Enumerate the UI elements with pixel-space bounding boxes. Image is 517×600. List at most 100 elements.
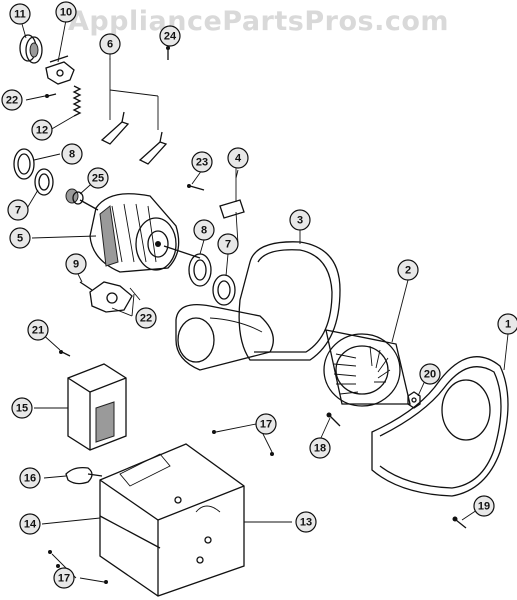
callout-number: 20 bbox=[424, 369, 436, 381]
callout-number: 1 bbox=[505, 319, 511, 331]
callout-2: 2 bbox=[397, 259, 419, 281]
pulley-part bbox=[19, 34, 43, 64]
callout-3: 3 bbox=[289, 209, 311, 231]
callout-circle bbox=[53, 567, 75, 589]
leader-lines bbox=[21, 19, 509, 583]
callout-7: 7 bbox=[7, 199, 29, 221]
callout-number: 25 bbox=[92, 173, 104, 185]
blower-cover-part bbox=[371, 356, 509, 497]
callout-circle bbox=[87, 167, 109, 189]
screw-part-19 bbox=[452, 516, 467, 529]
callout-number: 2 bbox=[405, 265, 411, 277]
callout-number: 24 bbox=[164, 31, 177, 43]
callout-circle bbox=[295, 511, 317, 533]
callout-number: 17 bbox=[58, 573, 70, 585]
callout-13: 13 bbox=[295, 511, 317, 533]
callout-number: 9 bbox=[73, 259, 79, 271]
callout-circle bbox=[19, 513, 41, 535]
motor-frame-part bbox=[99, 443, 245, 597]
callout-circle bbox=[397, 259, 419, 281]
callout-circle bbox=[1, 89, 23, 111]
callout-8: 8 bbox=[193, 219, 215, 241]
callout-22: 22 bbox=[135, 307, 157, 329]
callout-number: 23 bbox=[196, 157, 208, 169]
callout-circle bbox=[217, 233, 239, 255]
callout-20: 20 bbox=[419, 363, 441, 385]
callout-number: 21 bbox=[32, 325, 44, 337]
callout-14: 14 bbox=[19, 513, 41, 535]
callout-6: 6 bbox=[99, 33, 121, 55]
callout-circle bbox=[191, 151, 213, 173]
callout-circle bbox=[255, 413, 277, 435]
callout-number: 14 bbox=[24, 519, 37, 531]
frame-rod-part bbox=[99, 515, 161, 549]
callout-number: 13 bbox=[300, 517, 312, 529]
callout-25: 25 bbox=[87, 167, 109, 189]
callout-circle bbox=[159, 25, 181, 47]
screw-part-23 bbox=[187, 184, 205, 191]
motor-mount-part bbox=[79, 281, 141, 313]
callout-circle bbox=[9, 3, 31, 25]
callout-10: 10 bbox=[55, 1, 77, 23]
drive-motor-part bbox=[79, 193, 201, 273]
callout-circle bbox=[289, 209, 311, 231]
callout-9: 9 bbox=[65, 253, 87, 275]
callout-7: 7 bbox=[217, 233, 239, 255]
callout-number: 5 bbox=[17, 233, 23, 245]
callout-number: 4 bbox=[235, 153, 242, 165]
callout-19: 19 bbox=[473, 495, 495, 517]
callout-number: 7 bbox=[15, 205, 21, 217]
bearing-rings-upper bbox=[13, 148, 54, 196]
capacitor-clip-part bbox=[65, 466, 103, 485]
screw-part-upper bbox=[45, 93, 57, 98]
callout-circle bbox=[9, 227, 31, 249]
callout-number: 6 bbox=[107, 39, 113, 51]
callout-circle bbox=[309, 437, 331, 459]
callout-number: 18 bbox=[314, 443, 326, 455]
callout-number: 8 bbox=[201, 225, 207, 237]
callout-number: 7 bbox=[225, 239, 231, 251]
motor-clip-parts bbox=[100, 58, 168, 165]
screw-parts-17-upper bbox=[212, 430, 274, 456]
callout-22: 22 bbox=[1, 89, 23, 111]
callout-11: 11 bbox=[9, 3, 31, 25]
callout-circle bbox=[193, 219, 215, 241]
callout-16: 16 bbox=[19, 467, 41, 489]
callout-number: 11 bbox=[14, 9, 26, 21]
callout-circle bbox=[227, 147, 249, 169]
nut-part bbox=[407, 391, 421, 409]
callout-4: 4 bbox=[227, 147, 249, 169]
callout-number: 17 bbox=[260, 419, 272, 431]
callout-21: 21 bbox=[27, 319, 49, 341]
bearing-rings-lower bbox=[188, 253, 236, 306]
callout-circle bbox=[99, 33, 121, 55]
callout-circle bbox=[27, 319, 49, 341]
idler-bracket-part bbox=[45, 55, 75, 85]
callout-number: 16 bbox=[24, 473, 36, 485]
watermark: AppliancePartsPros.com bbox=[67, 6, 450, 37]
callout-12: 12 bbox=[31, 119, 53, 141]
callout-circle bbox=[135, 307, 157, 329]
callout-circle bbox=[7, 199, 29, 221]
capacitor-part bbox=[67, 363, 127, 451]
callout-1: 1 bbox=[497, 313, 517, 335]
callout-number: 22 bbox=[140, 313, 152, 325]
callout-number: 3 bbox=[297, 215, 303, 227]
callout-circle bbox=[419, 363, 441, 385]
screw-part-top bbox=[166, 46, 170, 60]
callout-15: 15 bbox=[11, 397, 33, 419]
callout-number: 22 bbox=[6, 95, 18, 107]
callout-17: 17 bbox=[255, 413, 277, 435]
mount-bracket-part bbox=[219, 168, 245, 245]
callout-number: 10 bbox=[60, 7, 72, 19]
callout-5: 5 bbox=[9, 227, 31, 249]
blower-wheel-part bbox=[323, 329, 411, 407]
small-bearing-part bbox=[65, 188, 84, 205]
callout-circle bbox=[55, 1, 77, 23]
callout-number: 12 bbox=[36, 125, 48, 137]
callout-17: 17 bbox=[53, 567, 75, 589]
spring-part bbox=[72, 85, 82, 117]
callout-8: 8 bbox=[61, 143, 83, 165]
